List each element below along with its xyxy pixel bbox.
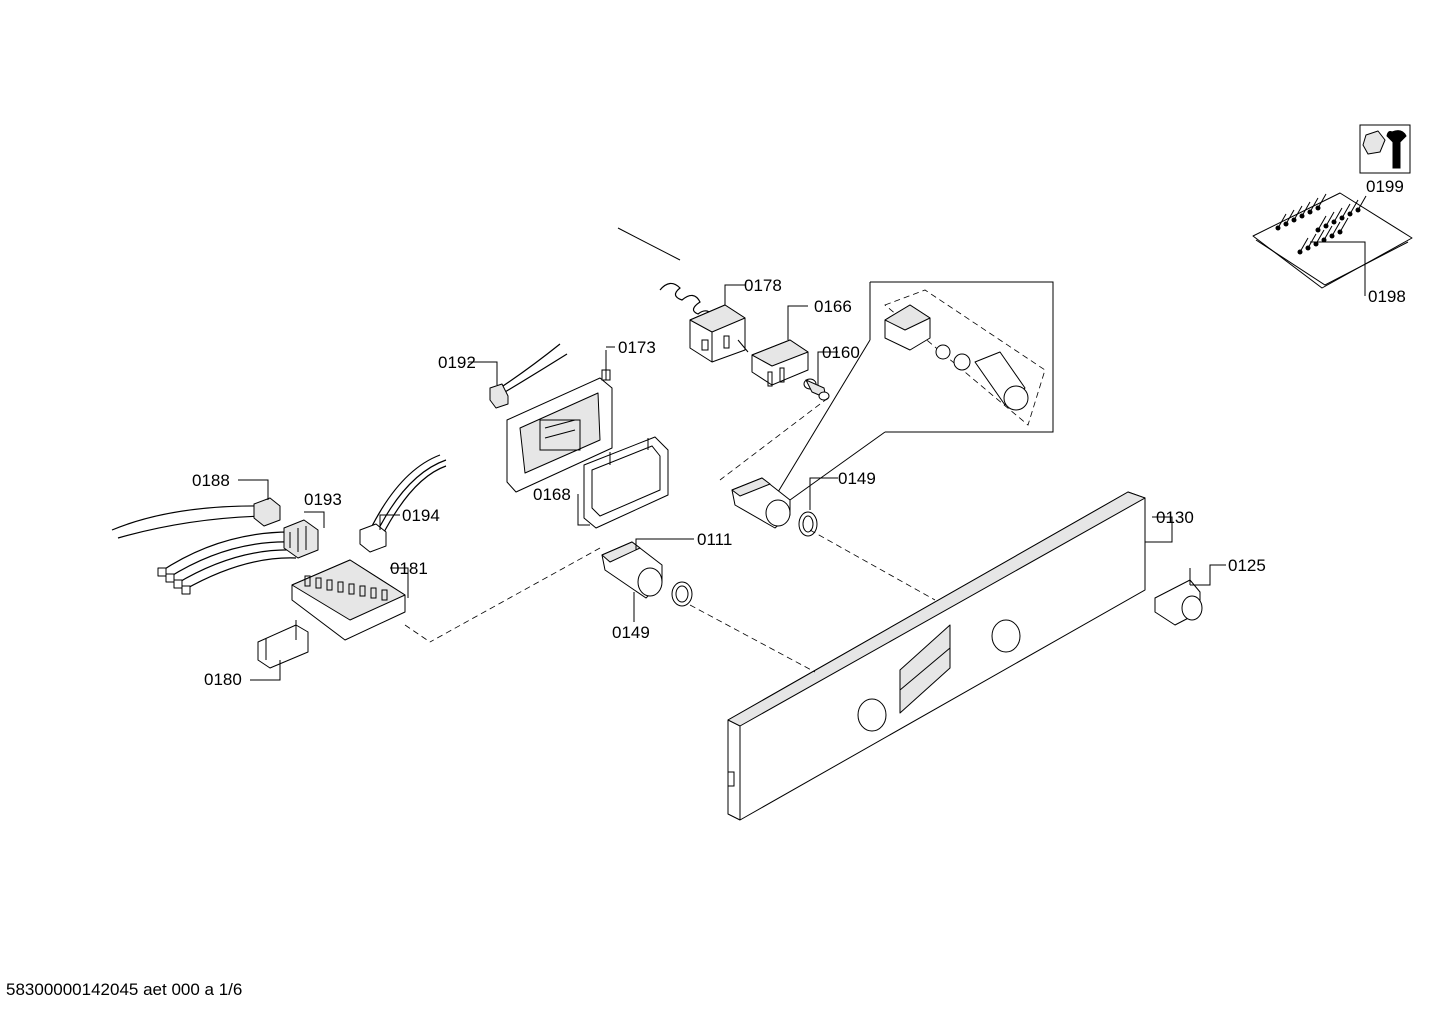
terminal-pin-shape xyxy=(348,583,355,595)
label-0168: 0168 xyxy=(533,485,571,504)
screw-head-shape xyxy=(1347,211,1353,217)
label-0149-lower: 0149 xyxy=(612,623,650,642)
label-0125: 0125 xyxy=(1228,556,1266,575)
control-knob-upper-illustration xyxy=(731,477,791,529)
leader-lines xyxy=(238,241,1366,681)
assembly-guide-lines xyxy=(404,397,936,673)
screw-head-shape xyxy=(1315,227,1321,233)
screw-head-shape xyxy=(1339,215,1345,221)
terminal-pin-shape xyxy=(370,587,377,599)
label-0199: 0199 xyxy=(1366,177,1404,196)
bracket-0166-illustration xyxy=(751,339,809,387)
terminal-block-illustration xyxy=(291,559,406,641)
terminal-pin-shape xyxy=(315,577,322,589)
screw-head-shape xyxy=(1297,249,1303,255)
screw-shape xyxy=(1357,195,1367,211)
label-0178: 0178 xyxy=(744,276,782,295)
screw-head-shape xyxy=(1307,209,1313,215)
screw-shape xyxy=(1277,213,1287,229)
screw-bag-illustration xyxy=(1252,192,1413,289)
thermostat-illustration xyxy=(617,227,749,363)
screw-head-shape xyxy=(1305,245,1311,251)
label-0166: 0166 xyxy=(814,297,852,316)
label-0188: 0188 xyxy=(192,471,230,490)
terminal-pin-shape xyxy=(304,575,311,587)
screw-head-shape xyxy=(1323,223,1329,229)
screw-head-shape xyxy=(1329,233,1335,239)
label-0194: 0194 xyxy=(402,506,440,525)
screw-shape xyxy=(1317,215,1327,231)
terminal-pin-shape xyxy=(326,579,333,591)
connector-0192-illustration xyxy=(489,343,568,409)
screw-shape xyxy=(1339,217,1349,233)
screw-shape xyxy=(1331,221,1341,237)
screw-shape xyxy=(1299,237,1309,253)
terminal-pin-shape xyxy=(359,585,366,597)
screw-shape xyxy=(1325,211,1335,227)
screw-head-shape xyxy=(1299,213,1305,219)
latch-0125-illustration xyxy=(1154,568,1203,626)
screw-shape xyxy=(1333,207,1343,223)
drawing-reference-footer: 58300000142045 aet 000 a 1/6 xyxy=(6,980,243,999)
terminal-pin-shape xyxy=(337,581,344,593)
control-panel-illustration xyxy=(727,491,1146,821)
clip-0180-illustration xyxy=(257,620,309,669)
screw-shape xyxy=(1317,193,1327,209)
label-0173: 0173 xyxy=(618,338,656,357)
screw-shape xyxy=(1341,203,1351,219)
label-0130: 0130 xyxy=(1156,508,1194,527)
screw-head-shape xyxy=(1321,237,1327,243)
electronic-module-illustration xyxy=(506,350,613,493)
screw-head-shape xyxy=(1275,225,1281,231)
screw-shape xyxy=(1349,199,1359,215)
screw-head-shape xyxy=(1337,229,1343,235)
screw-head-shape xyxy=(1331,219,1337,225)
label-0193: 0193 xyxy=(304,490,342,509)
label-0160: 0160 xyxy=(822,343,860,362)
lamp-0160-illustration xyxy=(803,378,830,401)
frame-0168-illustration xyxy=(583,436,669,529)
terminal-pin-shape xyxy=(381,589,388,601)
callout-labels: 0199 0198 0178 0166 0160 0192 0173 0188 … xyxy=(192,177,1406,689)
label-0198: 0198 xyxy=(1368,287,1406,306)
ring-lower-illustration xyxy=(671,581,693,607)
screw-head-shape xyxy=(1355,207,1361,213)
screw-shape xyxy=(1323,225,1333,241)
control-knob-lower-illustration xyxy=(601,541,663,599)
screw-shape xyxy=(1293,205,1303,221)
label-0181: 0181 xyxy=(390,559,428,578)
label-0192: 0192 xyxy=(438,353,476,372)
knob-detail-inset xyxy=(777,281,1054,501)
screw-head-shape xyxy=(1313,241,1319,247)
tool-service-icon xyxy=(1359,124,1411,174)
label-0111: 0111 xyxy=(697,530,732,549)
screw-shape xyxy=(1309,197,1319,213)
label-0149-upper: 0149 xyxy=(838,469,876,488)
screw-head-shape xyxy=(1283,221,1289,227)
screw-head-shape xyxy=(1315,205,1321,211)
screw-head-shape xyxy=(1291,217,1297,223)
wiring-harness-illustration xyxy=(111,454,447,595)
ring-upper-illustration xyxy=(798,511,818,537)
label-0180: 0180 xyxy=(204,670,242,689)
screw-shape xyxy=(1301,201,1311,217)
screw-shape xyxy=(1307,233,1317,249)
screw-shape xyxy=(1285,209,1295,225)
